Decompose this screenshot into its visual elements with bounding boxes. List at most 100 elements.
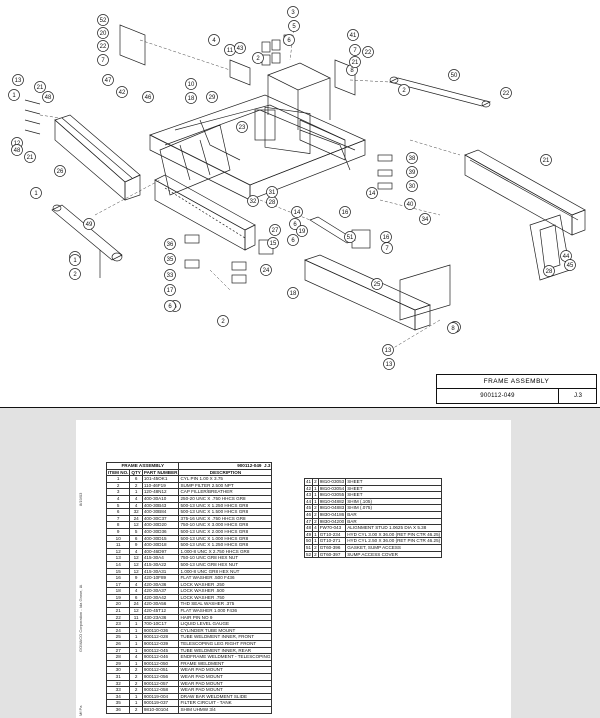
balloon-number: 45: [567, 263, 574, 269]
callout-balloon: 6: [164, 300, 176, 312]
quantity: 12: [129, 554, 143, 562]
parts-title-dwg: 900112-049 J.3: [178, 462, 273, 470]
balloon-circle: [500, 87, 512, 99]
callout-balloon: 11: [224, 44, 236, 56]
item-number: 27: [105, 646, 131, 655]
balloon-number: 20: [100, 31, 107, 37]
description: CAP FILLER/BREATHER: [178, 488, 273, 496]
callout-balloon: 8: [447, 322, 459, 334]
balloon-number: 48: [45, 95, 52, 101]
callout-balloon: 52: [97, 14, 109, 26]
balloon-circle: [288, 20, 300, 32]
callout-balloon: 5: [288, 20, 300, 32]
quantity: 12: [129, 567, 143, 576]
tank-housing: [264, 106, 311, 154]
callout-balloon: 22: [362, 46, 374, 58]
balloon-number: 6: [287, 38, 291, 44]
balloon-circle: [69, 254, 81, 266]
quantity: 2: [129, 481, 143, 490]
item-number: 19: [105, 593, 131, 602]
item-number: 22: [105, 613, 131, 622]
part-number: 9810-03054: [317, 484, 347, 493]
callout-balloon: 6: [289, 218, 301, 230]
quantity: 4: [129, 653, 143, 661]
part-number: 420-30A37: [141, 587, 180, 595]
part-number: 400-30D18: [141, 541, 180, 549]
callout-balloon: 1: [30, 187, 42, 199]
balloon-circle: [164, 269, 176, 281]
callout-balloon: 10: [185, 78, 197, 90]
description: 750-10 UNC GR8 HEX NUT: [178, 554, 273, 562]
item-number: 13: [105, 554, 131, 562]
description: 1.000-8 UNC GR8 HEX NUT: [178, 567, 273, 576]
description: 500-13 UNC X 1.000 HHCS GR8: [178, 534, 273, 543]
balloon-circle: [42, 91, 54, 103]
part-number: 415-30A22: [141, 560, 180, 569]
callout-balloon: 2: [252, 52, 264, 64]
balloon-number: 33: [167, 273, 174, 279]
balloon-number: 42: [119, 90, 126, 96]
balloon-circle: [381, 242, 393, 254]
quantity: 1: [129, 699, 143, 707]
callout-balloon: 45: [564, 259, 576, 271]
callout-balloon: 22: [97, 40, 109, 52]
balloon-number: 6: [291, 238, 295, 244]
balloon-number: 32: [250, 199, 257, 205]
balloon-number: 31: [269, 190, 276, 196]
item-number: 8: [105, 521, 131, 529]
balloon-number: 49: [86, 222, 93, 228]
description: WEAR PAD MOUNT: [178, 686, 273, 694]
balloon-circle: [287, 287, 299, 299]
balloon-circle: [34, 81, 46, 93]
description: LIQUID LEVEL GAUGE: [178, 620, 273, 628]
balloon-number: 48: [14, 148, 21, 154]
item-number: 34: [105, 692, 131, 701]
balloon-circle: [30, 187, 42, 199]
description: BAR: [345, 517, 443, 526]
balloon-number: 18: [188, 96, 195, 102]
description: HYD CYL 3.00 X 36.00 (RET PIN CTR 46.25): [345, 530, 443, 539]
part-number: 101-45OK1: [141, 475, 180, 483]
balloon-number: 24: [263, 268, 270, 274]
part-number: 9810-04883: [317, 504, 347, 512]
balloon-number: 19: [299, 229, 306, 235]
part-number: 900112-058: [141, 686, 180, 694]
callout-balloon: 48: [42, 91, 54, 103]
part-number: 400-30D15: [141, 534, 180, 543]
description: FLAT WASHER 1.000 F436: [178, 607, 273, 615]
callout-balloon: 21: [540, 154, 552, 166]
item-number: 14: [105, 560, 131, 569]
description: SHIM (.105): [345, 497, 443, 506]
part-number: 9810-03053: [317, 478, 347, 486]
balloon-circle: [564, 259, 576, 271]
balloon-circle: [339, 206, 351, 218]
balloon-circle: [102, 74, 114, 86]
balloon-circle: [206, 91, 218, 103]
balloon-number: 2: [73, 272, 77, 278]
balloon-number: 21: [27, 155, 34, 161]
description: FILTER CIRCUIT - TANK: [178, 699, 273, 707]
description: SHIM UHMW 3/4: [178, 705, 273, 714]
balloon-number: 13: [385, 348, 392, 354]
callout-balloon: 2: [398, 84, 410, 96]
balloon-circle: [97, 40, 109, 52]
balloon-number: 35: [167, 257, 174, 263]
balloon-number: 13: [15, 78, 22, 84]
part-number: 420-30A56: [141, 600, 180, 609]
callout-balloon: 20: [97, 27, 109, 39]
balloon-number: 21: [37, 85, 44, 91]
callout-balloon: 28: [543, 265, 555, 277]
balloon-number: 14: [369, 191, 376, 197]
part-number: 415-30A4: [141, 554, 180, 562]
